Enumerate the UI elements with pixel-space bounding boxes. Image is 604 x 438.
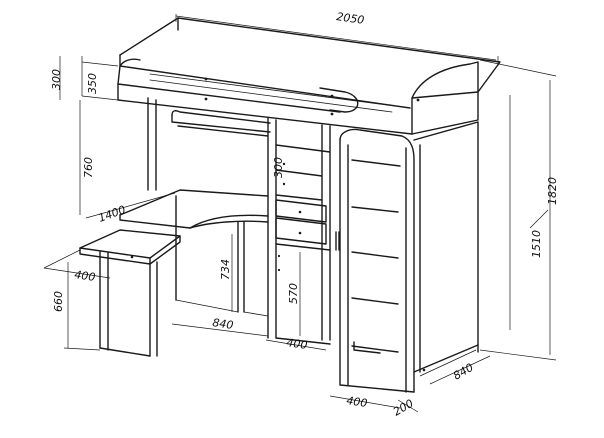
desk-structure — [119, 97, 331, 345]
dimension-lines — [43, 14, 557, 413]
label-sleep-height: 1510 — [530, 230, 543, 258]
label-pullout-height: 660 — [52, 291, 65, 312]
label-pullout-width: 400 — [74, 268, 97, 284]
label-side-rail: 300 — [50, 69, 63, 90]
label-ladder-depth: 200 — [391, 397, 416, 419]
label-top-rail: 350 — [86, 73, 99, 94]
label-cabinet-width: 400 — [286, 336, 309, 352]
label-desk-height: 760 — [82, 157, 95, 178]
bed-dots — [204, 77, 420, 116]
label-leg-height: 734 — [219, 259, 232, 280]
pullout-table — [79, 229, 181, 357]
label-width-total: 2050 — [336, 10, 366, 27]
label-ladder-width: 400 — [346, 394, 369, 410]
ladder — [335, 121, 479, 393]
label-knee-space: 840 — [212, 316, 235, 332]
label-height-total: 1820 — [546, 177, 559, 205]
label-shelf-height: 300 — [272, 157, 285, 178]
label-cabinet-height: 570 — [287, 283, 300, 304]
label-desk-length: 1400 — [97, 203, 128, 225]
bed-frame — [117, 17, 501, 135]
